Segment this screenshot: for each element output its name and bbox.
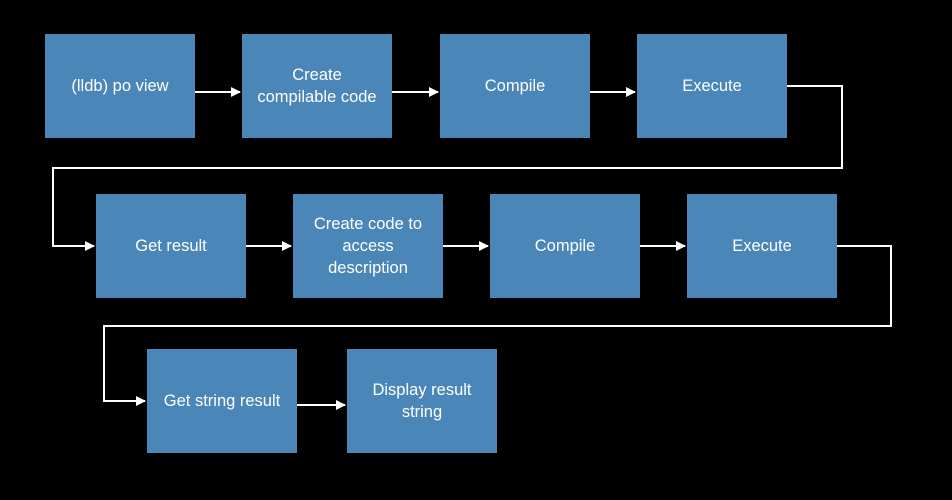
arrow-step8-to-step9 — [103, 245, 892, 406]
step-execute-description: Execute — [687, 194, 837, 298]
step-execute: Execute — [637, 34, 787, 138]
step-create-code-to-access-description: Create code to access description — [293, 194, 443, 298]
step-create-compilable-code: Create compilable code — [242, 34, 392, 138]
step-get-string-result: Get string result — [147, 349, 297, 453]
step-compile: Compile — [440, 34, 590, 138]
step-display-result-string: Display result string — [347, 349, 497, 453]
arrow-step4-to-step5 — [52, 85, 843, 251]
step-get-result: Get result — [96, 194, 246, 298]
step-compile-description: Compile — [490, 194, 640, 298]
step-lldb-po-view: (lldb) po view — [45, 34, 195, 138]
